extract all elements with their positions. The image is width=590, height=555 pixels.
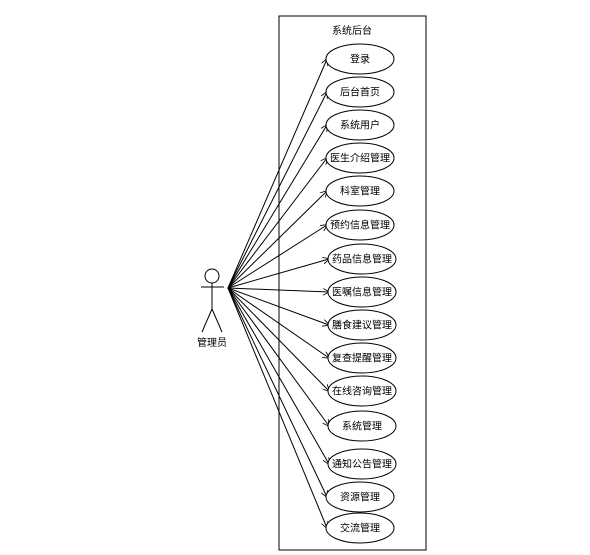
association-arrow [227, 287, 329, 391]
use-case: 预约信息管理 [325, 209, 395, 241]
association-arrow [227, 92, 327, 289]
use-case-label: 复查提醒管理 [332, 352, 392, 365]
association-lines [227, 59, 329, 528]
use-case: 系统用户 [325, 109, 395, 141]
use-case-label: 医嘱信息管理 [332, 286, 392, 299]
system-boundary-title: 系统后台 [332, 24, 372, 37]
association-arrow [227, 287, 329, 426]
use-case-label: 后台首页 [340, 86, 380, 99]
association-arrow [227, 287, 327, 497]
use-case-ellipse [325, 76, 395, 108]
administrator-actor: 管理员 [197, 268, 227, 349]
use-case: 科室管理 [325, 175, 395, 207]
use-case-ellipse [327, 276, 397, 308]
association-arrow [227, 158, 327, 289]
use-case-label: 通知公告管理 [332, 458, 392, 471]
actor-left-leg [201, 308, 213, 333]
use-case: 药品信息管理 [327, 243, 397, 275]
association-arrow [227, 59, 327, 289]
use-case: 医生介绍管理 [325, 142, 395, 174]
use-case-ellipse [327, 342, 397, 374]
use-case-label: 系统用户 [340, 119, 380, 132]
use-case-ellipse [327, 410, 397, 442]
use-case-label: 膳食建议管理 [332, 319, 392, 332]
use-case-label: 资源管理 [340, 491, 380, 504]
use-case-ellipse [327, 243, 397, 275]
use-case-ellipse [325, 142, 395, 174]
use-case-label: 交流管理 [340, 522, 380, 535]
system-boundary [278, 15, 427, 551]
actor-head [204, 268, 220, 284]
association-arrow [227, 287, 329, 464]
association-arrow [227, 259, 329, 289]
use-case: 资源管理 [325, 481, 395, 513]
use-case-ellipse [325, 512, 395, 544]
association-arrow [227, 287, 329, 292]
use-case: 通知公告管理 [327, 448, 397, 480]
use-case-label: 在线咨询管理 [332, 385, 392, 398]
use-case-label: 登录 [350, 53, 370, 66]
use-case-ellipse [325, 175, 395, 207]
association-arrow [227, 287, 329, 358]
use-case-ellipse [327, 309, 397, 341]
association-arrow [227, 225, 327, 289]
association-arrow [227, 125, 327, 289]
use-case-label: 药品信息管理 [332, 253, 392, 266]
use-case: 登录 [325, 43, 395, 75]
use-case: 膳食建议管理 [327, 309, 397, 341]
use-case-ellipse [325, 109, 395, 141]
use-case: 医嘱信息管理 [327, 276, 397, 308]
actor-label: 管理员 [197, 336, 227, 349]
use-case: 在线咨询管理 [327, 375, 397, 407]
association-arrow [227, 287, 327, 528]
use-case-label: 医生介绍管理 [330, 152, 390, 165]
use-case-ellipse [327, 375, 397, 407]
use-case: 复查提醒管理 [327, 342, 397, 374]
use-case-group: 登录后台首页系统用户医生介绍管理科室管理预约信息管理药品信息管理医嘱信息管理膳食… [325, 43, 397, 544]
association-arrow [227, 191, 327, 289]
use-case-ellipse [327, 448, 397, 480]
use-case-label: 预约信息管理 [330, 219, 390, 232]
use-case: 后台首页 [325, 76, 395, 108]
use-case-ellipse [325, 209, 395, 241]
use-case-label: 科室管理 [340, 185, 380, 198]
use-case-ellipse [325, 43, 395, 75]
use-case-ellipse [325, 481, 395, 513]
association-arrow [227, 287, 329, 325]
use-case: 交流管理 [325, 512, 395, 544]
actor-right-leg [211, 308, 223, 333]
use-case: 系统管理 [327, 410, 397, 442]
use-case-label: 系统管理 [342, 420, 382, 433]
